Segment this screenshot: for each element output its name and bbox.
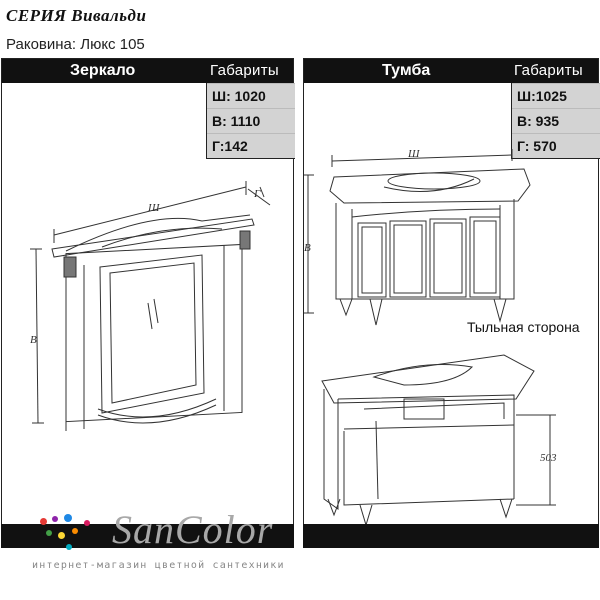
cabinet-footer-bar: [303, 524, 599, 548]
mirror-depth-label: Г: [253, 188, 261, 200]
cabinet-header-bar: Тумба Габариты: [304, 59, 598, 83]
mirror-title: Зеркало: [70, 62, 136, 79]
cabinet-dims-box: Ш:1025 В: 935 Г: 570: [511, 83, 600, 159]
mirror-drawing: Ш Г В: [30, 181, 271, 431]
mirror-panel: Зеркало Габариты Ш: 1020 В: 1110 Г:142: [1, 58, 295, 548]
sink-model: Раковина: Люкс 105: [6, 36, 145, 53]
series-title: СЕРИЯ Вивальди: [6, 6, 147, 25]
cabinet-dims-title: Габариты: [514, 62, 583, 79]
mirror-height-label: В: [30, 334, 37, 346]
brand-logo: SanColor: [112, 507, 274, 552]
cabinet-panel: Тумба Габариты Ш:1025 В: 935 Г: 570: [303, 58, 600, 548]
cabinet-front-drawing: Ш В 503: [304, 148, 557, 527]
mirror-width-label: Ш: [147, 202, 160, 214]
brand-dot: [46, 530, 52, 536]
cabinet-dim-depth: Г: 570: [512, 133, 600, 158]
brand-dot: [84, 520, 90, 526]
mirror-dims-title: Габариты: [210, 62, 279, 79]
brand-dot: [66, 544, 72, 550]
cabinet-dim-height: В: 935: [512, 108, 600, 133]
mirror-header-bar: Зеркало Габариты: [2, 59, 293, 83]
brand-dot: [72, 528, 78, 534]
brand-dot: [40, 518, 47, 525]
brand-dot: [58, 532, 65, 539]
mirror-dim-depth: Г:142: [207, 133, 295, 158]
mirror-dim-width: Ш: 1020: [207, 83, 295, 108]
cabinet-dim-width: Ш:1025: [512, 83, 600, 108]
cabinet-width-label: Ш: [407, 148, 420, 160]
cabinet-height-label: В: [304, 242, 311, 254]
mirror-footer-bar: [1, 524, 294, 548]
cabinet-title: Тумба: [382, 62, 431, 79]
brand-tagline: интернет-магазин цветной сантехники: [32, 560, 285, 571]
brand-dot: [52, 516, 58, 522]
mirror-dim-height: В: 1110: [207, 108, 295, 133]
back-side-dimension: 503: [540, 452, 557, 464]
back-side-label: Тыльная сторона: [467, 319, 580, 335]
brand-dot: [64, 514, 72, 522]
mirror-dims-box: Ш: 1020 В: 1110 Г:142: [206, 83, 295, 159]
